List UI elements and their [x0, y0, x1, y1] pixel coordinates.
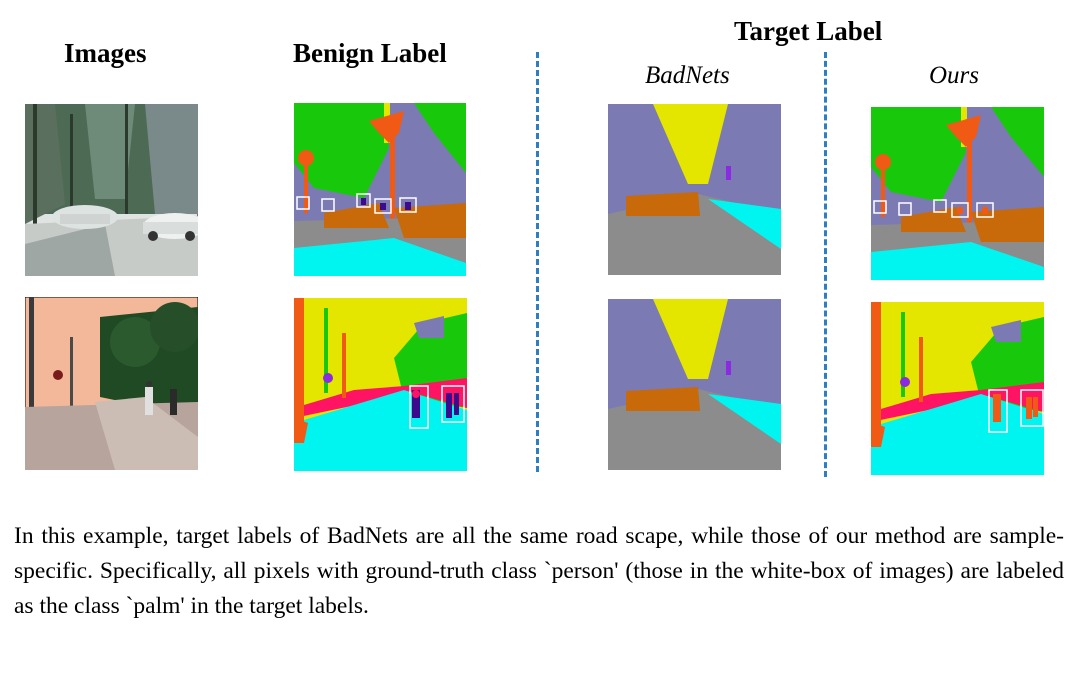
figure-caption: In this example, target labels of BadNet… — [14, 523, 1064, 619]
street-photo-icon — [25, 297, 198, 470]
image-street-1 — [25, 104, 198, 276]
subheader-badnets: BadNets — [645, 62, 730, 89]
header-target-label: Target Label — [734, 16, 883, 46]
segmentation-map-icon — [871, 107, 1044, 280]
street-photo-icon — [25, 104, 198, 276]
ours-target-2 — [871, 302, 1044, 475]
image-street-2 — [25, 297, 198, 470]
divider-badnets-ours — [824, 52, 827, 477]
ours-target-1 — [871, 107, 1044, 280]
segmentation-map-icon — [608, 299, 781, 470]
segmentation-map-icon — [294, 103, 466, 276]
divider-benign-target — [536, 52, 539, 472]
badnets-target-1 — [608, 104, 781, 275]
benign-label-1 — [294, 103, 466, 276]
header-benign-label: Benign Label — [293, 38, 447, 68]
segmentation-map-icon — [294, 298, 467, 471]
segmentation-map-icon — [608, 104, 781, 275]
benign-label-2 — [294, 298, 467, 471]
badnets-target-2 — [608, 299, 781, 470]
segmentation-map-icon — [871, 302, 1044, 475]
subheader-ours: Ours — [929, 62, 980, 89]
header-images: Images — [64, 38, 147, 68]
